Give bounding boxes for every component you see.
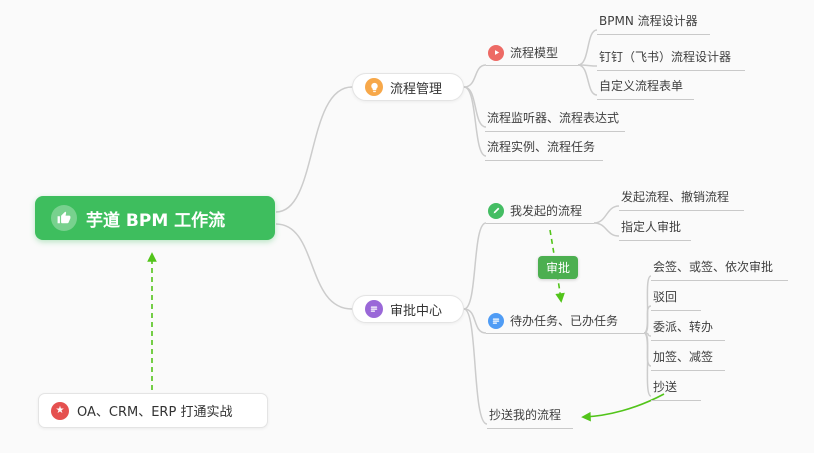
note-label: OA、CRM、ERP 打通实战 <box>77 405 233 420</box>
document-lines-icon <box>365 300 383 318</box>
leaf-label: 流程实例、流程任务 <box>487 140 596 154</box>
branch-approval-center[interactable]: 审批中心 <box>352 295 464 323</box>
leaf-label: 流程监听器、流程表达式 <box>487 111 620 125</box>
leaf-label: 驳回 <box>653 290 678 304</box>
approval-tag[interactable]: 审批 <box>538 256 579 279</box>
leaf-initiate-cancel-process[interactable]: 发起流程、撤销流程 <box>619 188 744 211</box>
leaf-add-reduce-sign[interactable]: 加签、减签 <box>651 348 725 371</box>
leaf-label: BPMN 流程设计器 <box>599 14 698 28</box>
leaf-label: 加签、减签 <box>653 350 714 364</box>
leaf-delegate-transfer[interactable]: 委派、转办 <box>651 318 725 341</box>
branch-process-management[interactable]: 流程管理 <box>352 73 464 101</box>
gray-connectors <box>275 29 652 425</box>
branch-label: 审批中心 <box>390 303 443 319</box>
leaf-label: 抄送 <box>653 380 678 394</box>
pencil-icon <box>488 202 504 219</box>
lightbulb-icon <box>365 78 383 96</box>
star-icon: ★ <box>51 401 69 420</box>
leaf-instance-task[interactable]: 流程实例、流程任务 <box>485 138 603 161</box>
leaf-cc-my-processes[interactable]: 抄送我的流程 <box>487 406 573 429</box>
root-label: 芋道 BPM 工作流 <box>86 210 226 231</box>
leaf-label: 指定人审批 <box>621 220 682 234</box>
node-process-model[interactable]: 流程模型 <box>486 44 578 66</box>
note-oa-crm-erp[interactable]: ★ OA、CRM、ERP 打通实战 <box>38 393 268 428</box>
leaf-label: 钉钉（飞书）流程设计器 <box>599 50 732 64</box>
leaf-label: 委派、转办 <box>653 320 714 334</box>
leaf-label: 抄送我的流程 <box>489 408 562 422</box>
node-label: 流程模型 <box>510 46 559 60</box>
leaf-assigned-person-approval[interactable]: 指定人审批 <box>619 218 691 241</box>
leaf-reject[interactable]: 驳回 <box>651 288 701 311</box>
leaf-bpmn-designer[interactable]: BPMN 流程设计器 <box>597 12 710 35</box>
node-label: 我发起的流程 <box>510 204 583 218</box>
root-node[interactable]: 芋道 BPM 工作流 <box>35 196 275 240</box>
list-icon <box>488 312 504 329</box>
leaf-listener-expression[interactable]: 流程监听器、流程表达式 <box>485 109 625 132</box>
approval-tag-label: 审批 <box>546 261 571 275</box>
leaf-dingtalk-feishu-designer[interactable]: 钉钉（飞书）流程设计器 <box>597 48 745 71</box>
leaf-label: 发起流程、撤销流程 <box>621 190 730 204</box>
leaf-cc[interactable]: 抄送 <box>651 378 701 401</box>
node-todo-done-tasks[interactable]: 待办任务、已办任务 <box>486 312 644 334</box>
leaf-custom-form[interactable]: 自定义流程表单 <box>597 77 694 100</box>
leaf-label: 会签、或签、依次审批 <box>653 260 774 274</box>
arrow-cc-to-cc-my-processes <box>581 393 665 422</box>
leaf-label: 自定义流程表单 <box>599 79 684 93</box>
leaf-countersign-orsign-sequential[interactable]: 会签、或签、依次审批 <box>651 258 788 281</box>
thumbs-up-icon <box>51 205 77 231</box>
node-label: 待办任务、已办任务 <box>510 314 619 328</box>
node-my-initiated-processes[interactable]: 我发起的流程 <box>486 202 594 224</box>
play-icon <box>488 44 504 61</box>
branch-label: 流程管理 <box>390 81 443 97</box>
